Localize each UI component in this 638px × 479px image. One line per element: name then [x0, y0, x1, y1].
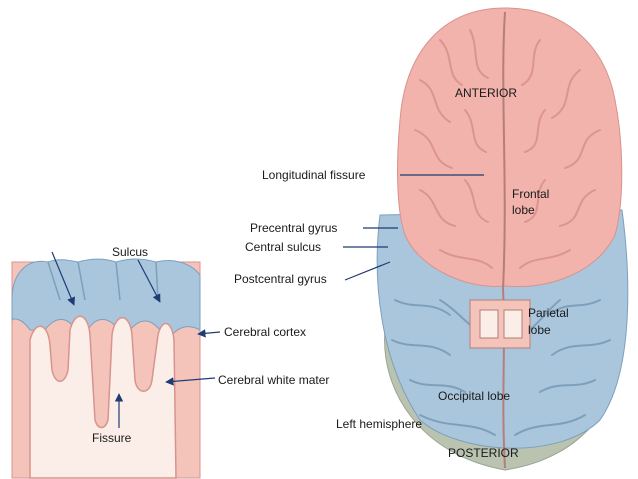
- frontal-gyri-texture: [414, 29, 601, 269]
- label-anterior: ANTERIOR: [455, 86, 517, 100]
- label-fissure: Fissure: [92, 431, 132, 445]
- label-cerebral-cortex: Cerebral cortex: [224, 325, 306, 339]
- label-frontal-lobe-2: lobe: [512, 203, 535, 217]
- label-occipital-lobe: Occipital lobe: [438, 389, 510, 403]
- frontal-lobe-region: [397, 7, 623, 288]
- label-postcentral-gyrus: Postcentral gyrus: [234, 272, 327, 286]
- brain-superior-view: [376, 7, 629, 471]
- leader-white-mater: [165, 377, 216, 386]
- label-frontal-lobe-1: Frontal: [512, 187, 549, 201]
- leader-sulcus-right: [137, 259, 161, 303]
- label-left-hemisphere: Left hemisphere: [336, 417, 422, 431]
- cortex-section: [11, 258, 201, 479]
- label-longitudinal-fissure: Longitudinal fissure: [262, 168, 366, 182]
- leader-postcentral-gyrus: [344, 261, 391, 281]
- section-white-matter: [29, 315, 177, 479]
- leader-lines: [51, 174, 484, 428]
- diagram-labels: ANTERIOR Longitudinal fissure Frontal lo…: [92, 86, 569, 460]
- label-posterior: POSTERIOR: [448, 446, 519, 460]
- label-central-sulcus: Central sulcus: [245, 240, 321, 254]
- label-parietal-lobe-1: Parietal: [528, 306, 569, 320]
- leader-sulcus-left: [51, 251, 75, 306]
- label-parietal-lobe-2: lobe: [528, 323, 551, 337]
- brain-window-cutout: [469, 299, 531, 349]
- leader-cerebral-cortex: [197, 329, 221, 338]
- longitudinal-fissure-groove: [501, 11, 506, 469]
- section-cortex-top: [11, 258, 201, 339]
- label-cerebral-white-mater: Cerebral white mater: [218, 373, 329, 387]
- parietal-gyri-texture: [391, 299, 611, 436]
- label-sulcus: Sulcus: [112, 245, 148, 259]
- label-precentral-gyrus: Precentral gyrus: [250, 221, 337, 235]
